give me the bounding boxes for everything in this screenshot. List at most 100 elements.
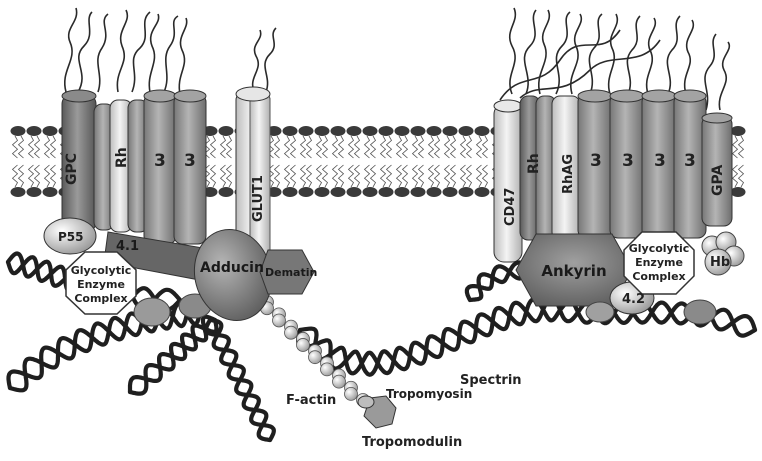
label-band3-a: 3 (154, 151, 166, 171)
spectrin-strand (207, 317, 273, 443)
lipid-head (474, 126, 490, 136)
lipid-head (458, 126, 474, 136)
lipid-tail (465, 135, 473, 159)
lipid-tail (273, 164, 281, 188)
actin-monomer (320, 362, 334, 377)
lipid-head (10, 187, 26, 197)
lipid-tail (363, 164, 371, 188)
lipid-head (730, 126, 746, 136)
lipid-head (218, 126, 234, 136)
label-glycolytic-right-3: Complex (632, 270, 685, 283)
lipid-tail (33, 164, 41, 188)
lipid-tail (395, 135, 403, 159)
lipid-tail (401, 135, 409, 159)
label-gpa: GPA (710, 165, 726, 196)
lipid-head (426, 126, 442, 136)
lipid-tail (289, 164, 297, 188)
label-adducin: Adducin (200, 260, 264, 276)
lipid-tail (49, 135, 57, 159)
lipid-tail (17, 164, 25, 188)
lipid-tail (443, 135, 451, 159)
lipid-tail (731, 135, 739, 159)
label-glycolytic-left-2: Enzyme (77, 278, 125, 291)
tropomodulin-protein (357, 395, 397, 429)
lipid-tail (385, 164, 393, 188)
lipid-tail (27, 135, 35, 159)
label-rh-right: Rh (526, 153, 542, 174)
lipid-tail (305, 164, 313, 188)
label-band3-f: 3 (684, 151, 696, 171)
lipid-head (730, 187, 746, 197)
actin-monomer (272, 313, 286, 328)
spectrin-filaments (5, 251, 758, 443)
lipid-tail (283, 135, 291, 159)
lipid-tail (337, 164, 345, 188)
lipid-head (394, 187, 410, 197)
lipid-head (378, 187, 394, 197)
spectrin-strand (557, 299, 758, 338)
lipid-tail (417, 164, 425, 188)
lipid-head (442, 126, 458, 136)
lipid-tail (459, 164, 467, 188)
spectrin-strand (297, 297, 563, 376)
lipid-tail (369, 135, 377, 159)
lipid-tail (379, 135, 387, 159)
label-band3-e: 3 (654, 151, 666, 171)
label-tropomodulin: Tropomodulin (362, 435, 462, 450)
lipid-head (42, 126, 58, 136)
lipid-tail (475, 135, 483, 159)
lipid-tail (315, 164, 323, 188)
spectrin-strand (464, 264, 533, 303)
lipid-tail (33, 135, 41, 159)
lipid-tail (433, 135, 441, 159)
label-glycolytic-left-1: Glycolytic (71, 264, 132, 277)
lipid-tail (283, 164, 291, 188)
lipid-tail (219, 164, 227, 188)
lipid-head (394, 126, 410, 136)
label-protein41: 4.1 (116, 239, 139, 254)
lipid-tail (737, 164, 745, 188)
lipid-head (10, 126, 26, 136)
lipid-tail (411, 164, 419, 188)
lipid-tail (427, 135, 435, 159)
label-band3-b: 3 (184, 151, 196, 171)
label-rh-left: Rh (114, 147, 130, 168)
lipid-head (42, 187, 58, 197)
lipid-tail (369, 164, 377, 188)
label-tropomyosin: Tropomyosin (386, 387, 472, 401)
actin-monomer (308, 350, 322, 365)
lipid-head (458, 187, 474, 197)
lipid-tail (273, 135, 281, 159)
lipid-tail (379, 164, 387, 188)
lipid-tail (347, 135, 355, 159)
lipid-head (378, 126, 394, 136)
lipid-head (346, 187, 362, 197)
hemoglobin (704, 248, 732, 276)
lipid-tail (11, 135, 19, 159)
lipid-tail (395, 164, 403, 188)
lipid-tail (459, 135, 467, 159)
lipid-head (346, 126, 362, 136)
lipid-head (218, 187, 234, 197)
ankyrin-protein (515, 233, 633, 307)
lipid-tail (353, 135, 361, 159)
lipid-tail (321, 135, 329, 159)
lipid-tail (331, 135, 339, 159)
p55-protein (43, 217, 97, 255)
lipid-tail (449, 135, 457, 159)
lipid-tail (475, 164, 483, 188)
label-cd47: CD47 (503, 188, 518, 226)
lipid-head (362, 126, 378, 136)
lipid-tail (315, 135, 323, 159)
lipid-tail (305, 135, 313, 159)
lipid-tail (43, 135, 51, 159)
lipid-tail (737, 135, 745, 159)
actin-monomer (284, 325, 298, 340)
label-glycolytic-right-1: Glycolytic (629, 242, 690, 255)
label-band3-c: 3 (590, 151, 602, 171)
lipid-tail (225, 135, 233, 159)
lipid-tail (209, 164, 217, 188)
lipid-head (26, 126, 42, 136)
lipid-head (330, 126, 346, 136)
lipid-tail (449, 164, 457, 188)
